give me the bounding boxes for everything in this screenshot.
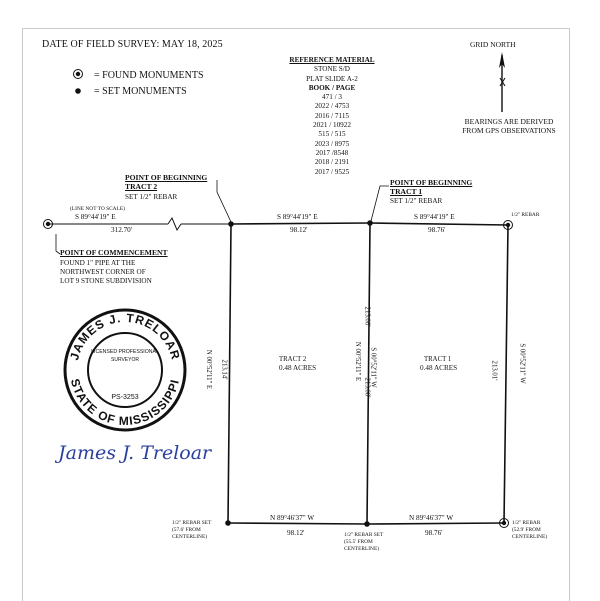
bearings-note: BEARINGS ARE DERIVED FROM GPS OBSERVATIO… [444, 117, 574, 135]
reference-entry: 2018 / 2191 [314, 158, 350, 167]
west-bearing: N 00°52'11" E [205, 349, 213, 390]
ne-corner-label: 1/2" REBAR [511, 212, 540, 218]
reference-line: STONE S/D [313, 65, 350, 74]
legend-set-label: = SET MONUMENTS [94, 86, 187, 97]
reference-line: PLAT SLIDE A-2 [306, 74, 358, 83]
seal-line1: LICENSED PROFESSIONAL [91, 349, 159, 355]
set-monument-pob1 [367, 220, 373, 226]
mid-left-distance: 213.08' [363, 306, 371, 327]
bearings-note-line: BEARINGS ARE DERIVED [464, 117, 554, 126]
reference-title: REFERENCE MATERIAL [289, 56, 375, 64]
north-w-bearing: S 89°44'19" E [277, 213, 318, 221]
commencement-desc: LOT 9 STONE SUBDIVISION [60, 277, 152, 285]
tract-boundaries [227, 222, 509, 525]
se-corner-line: (52.9' FROM [512, 527, 541, 533]
commencement-desc: FOUND 1" PIPE AT THE [60, 259, 136, 267]
sm-corner-line: CENTERLINE) [344, 546, 380, 552]
reference-entry: 515 / 515 [318, 130, 346, 139]
tract1-name: TRACT 1 [424, 356, 452, 363]
reference-entry: 2016 / 7115 [314, 111, 350, 120]
tract2-name: TRACT 2 [279, 356, 307, 363]
commencement-distance: 312.70' [111, 226, 133, 234]
ne-found-monument [503, 220, 513, 230]
west-distance: 213.14' [220, 359, 228, 380]
reference-entry: 471 / 3 [322, 93, 342, 102]
pob-tract1-title: POINT OF BEGINNING [390, 178, 473, 187]
pob-tract2-title: POINT OF BEGINNING [125, 173, 208, 182]
north-w-distance: 98.12' [290, 226, 308, 234]
bearings-note-line: FROM GPS OBSERVATIONS [462, 126, 556, 135]
pob-tract2-subtitle: TRACT 2 [125, 182, 158, 191]
pob-tract1-subtitle: TRACT 1 [390, 187, 423, 196]
commencement-bearing: S 89°44'19" E [75, 213, 116, 221]
sw-corner-line: 1/2" REBAR SET [172, 520, 212, 526]
sw-corner-line: (57.6' FROM [172, 527, 201, 533]
grid-north-label: GRID NORTH [470, 40, 516, 49]
commencement-title: POINT OF COMMENCEMENT [60, 248, 168, 257]
pob-tract1-rebar: SET 1/2" REBAR [390, 197, 443, 205]
sw-set-monument [225, 520, 231, 526]
reference-entry: 2017 / 9525 [314, 167, 350, 176]
south-w-bearing: N 89°46'37" W [270, 514, 315, 522]
reference-entry: 2022 / 4753 [314, 102, 350, 111]
surveyor-seal: JAMES J. TRELOAR STATE OF MISSISSIPPI LI… [63, 308, 187, 432]
survey-date: DATE OF FIELD SURVEY: MAY 18, 2025 [42, 39, 223, 50]
south-w-distance: 98.12' [287, 529, 305, 537]
south-e-distance: 98.76' [425, 529, 443, 537]
mid-left-bearing: N 00°52'11" E [354, 341, 362, 382]
se-corner-note: 1/2" REBAR (52.9' FROM CENTERLINE) [512, 520, 547, 541]
north-e-distance: 98.76' [428, 226, 446, 234]
north-arrow-icon [499, 52, 506, 112]
commencement-line [48, 216, 231, 232]
east-distance: 213.01' [490, 360, 498, 381]
sm-corner-line: (55.5' FROM [344, 539, 373, 545]
surveyor-signature: James J. Treloar [54, 442, 213, 464]
leader-lines [55, 180, 389, 255]
seal-state: STATE OF MISSISSIPPI [68, 377, 181, 428]
south-e-bearing: N 89°46'37" W [409, 514, 454, 522]
svg-text:STATE OF MISSISSIPPI: STATE OF MISSISSIPPI [68, 377, 182, 428]
east-bearing: S 00°52'11" W [518, 343, 526, 384]
se-found-monument [499, 518, 509, 528]
sw-corner-line: CENTERLINE) [172, 534, 208, 540]
commencement-desc: NORTHWEST CORNER OF [60, 268, 146, 276]
sw-corner-note: 1/2" REBAR SET (57.6' FROM CENTERLINE) [172, 520, 211, 541]
se-corner-line: CENTERLINE) [512, 534, 548, 540]
not-to-scale-note: (LINE NOT TO SCALE) [70, 206, 125, 212]
reference-entry: 2023 / 8975 [314, 139, 350, 148]
reference-entry: 2021 / 10922 [313, 121, 351, 130]
sm-corner-note: 1/2" REBAR SET (55.5' FROM CENTERLINE) [344, 532, 383, 553]
reference-entry: 2017 /8548 [315, 148, 349, 157]
legend-found-label: = FOUND MONUMENTS [94, 70, 204, 81]
set-monument-pob2 [228, 221, 234, 227]
tract1-area: 0.48 ACRES [420, 364, 458, 372]
seal-number: PS-3253 [111, 394, 138, 401]
se-corner-line: 1/2" REBAR [512, 520, 541, 526]
seal-line2: SURVEYOR [111, 357, 139, 363]
tract2-area: 0.48 ACRES [279, 364, 317, 372]
sm-corner-line: 1/2" REBAR SET [344, 532, 384, 538]
pob-tract2-rebar: SET 1/2" REBAR [125, 193, 178, 201]
mid-right-bearing: S 00°52'11" W [369, 347, 377, 388]
reference-material: REFERENCE MATERIAL STONE S/D PLAT SLIDE … [262, 56, 402, 177]
sm-set-monument [364, 521, 370, 527]
book-page-header: BOOK / PAGE [308, 83, 356, 92]
sheet-border [22, 28, 570, 601]
north-e-bearing: S 89°44'19" E [414, 213, 455, 221]
set-monument-symbol [75, 88, 81, 94]
commencement-found-monument [43, 219, 53, 229]
found-monument-symbol [73, 69, 83, 79]
